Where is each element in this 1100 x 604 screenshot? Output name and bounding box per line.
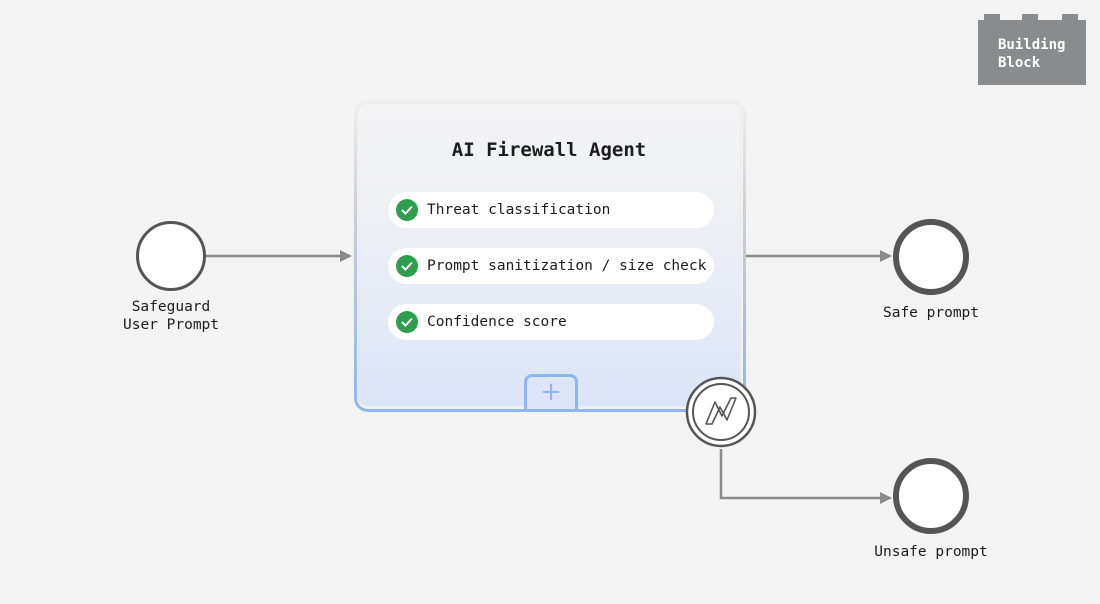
ai-firewall-agent-task[interactable]: AI Firewall Agent Threat classification …: [356, 102, 742, 410]
building-block-label: Building Block: [998, 37, 1066, 71]
check-icon: [396, 311, 418, 333]
building-block-badge: Building Block: [978, 14, 1086, 85]
connector-boundary-to-unsafe: [719, 449, 892, 504]
building-block-icon: [978, 14, 1086, 85]
start-event[interactable]: [136, 221, 206, 291]
start-event-label: Safeguard User Prompt: [122, 299, 220, 333]
check-icon: [396, 199, 418, 221]
expand-subprocess-button[interactable]: +: [524, 374, 578, 410]
task-item-label: Confidence score: [427, 314, 567, 330]
end-event-unsafe[interactable]: [893, 458, 969, 534]
lightning-icon: [685, 376, 757, 448]
task-item-threat-classification: Threat classification: [388, 192, 714, 228]
end-event-safe-label: Safe prompt: [882, 305, 980, 321]
task-item-confidence-score: Confidence score: [388, 304, 714, 340]
check-icon: [396, 255, 418, 277]
task-item-label: Threat classification: [427, 202, 611, 218]
end-event-unsafe-label: Unsafe prompt: [874, 544, 988, 560]
task-item-prompt-sanitization: Prompt sanitization / size check: [388, 248, 714, 284]
task-title: AI Firewall Agent: [451, 139, 647, 161]
boundary-error-event[interactable]: [685, 376, 757, 448]
task-item-label: Prompt sanitization / size check: [427, 258, 707, 274]
end-event-safe[interactable]: [893, 219, 969, 295]
